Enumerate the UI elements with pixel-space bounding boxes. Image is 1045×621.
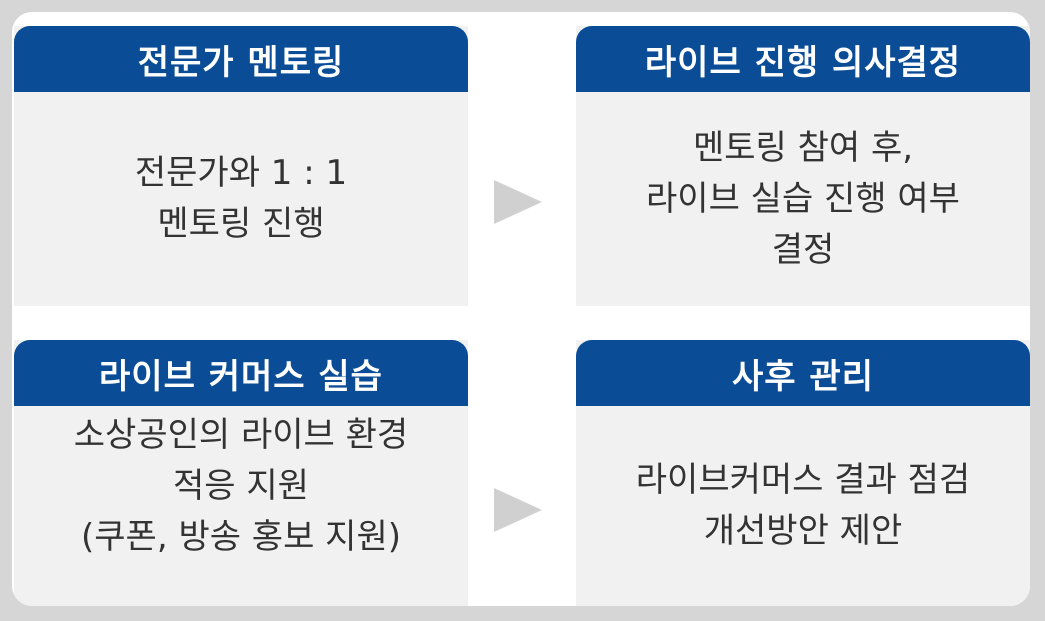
step-title: 라이브 커머스 실습 bbox=[14, 340, 468, 406]
step-description-line: 개선방안 제안 bbox=[703, 511, 903, 551]
step-description-line: 멘토링 참여 후, bbox=[692, 127, 914, 168]
step-description-line: 결정 bbox=[771, 229, 835, 270]
step-card-live-decision: 라이브 진행 의사결정 멘토링 참여 후, 라이브 실습 진행 여부 결정 bbox=[576, 26, 1030, 306]
step-description-line: 멘토링 진행 bbox=[157, 204, 325, 244]
step-description-line: 라이브 실습 진행 여부 bbox=[646, 178, 960, 219]
step-description-line: 적응 지원 bbox=[173, 466, 309, 506]
step-description: 라이브커머스 결과 점검 개선방안 제안 bbox=[576, 406, 1030, 606]
arrow-right-icon bbox=[494, 180, 542, 224]
arrow-right-icon bbox=[494, 488, 542, 532]
step-description: 소상공인의 라이브 환경 적응 지원 (쿠폰, 방송 홍보 지원) bbox=[14, 406, 468, 606]
step-description: 멘토링 참여 후, 라이브 실습 진행 여부 결정 bbox=[576, 92, 1030, 306]
step-card-follow-up: 사후 관리 라이브커머스 결과 점검 개선방안 제안 bbox=[576, 340, 1030, 606]
step-title: 라이브 진행 의사결정 bbox=[576, 26, 1030, 92]
step-description-line: 전문가와 1 : 1 bbox=[134, 153, 348, 193]
step-card-live-commerce-practice: 라이브 커머스 실습 소상공인의 라이브 환경 적응 지원 (쿠폰, 방송 홍보… bbox=[14, 340, 468, 606]
step-description-line: 소상공인의 라이브 환경 bbox=[73, 415, 409, 455]
step-title: 사후 관리 bbox=[576, 340, 1030, 406]
step-description: 전문가와 1 : 1 멘토링 진행 bbox=[14, 92, 468, 306]
step-title: 전문가 멘토링 bbox=[14, 26, 468, 92]
step-card-expert-mentoring: 전문가 멘토링 전문가와 1 : 1 멘토링 진행 bbox=[14, 26, 468, 306]
step-description-line: (쿠폰, 방송 홍보 지원) bbox=[81, 517, 401, 557]
step-description-line: 라이브커머스 결과 점검 bbox=[635, 460, 971, 500]
process-diagram: 전문가 멘토링 전문가와 1 : 1 멘토링 진행 라이브 진행 의사결정 멘토… bbox=[12, 12, 1030, 606]
